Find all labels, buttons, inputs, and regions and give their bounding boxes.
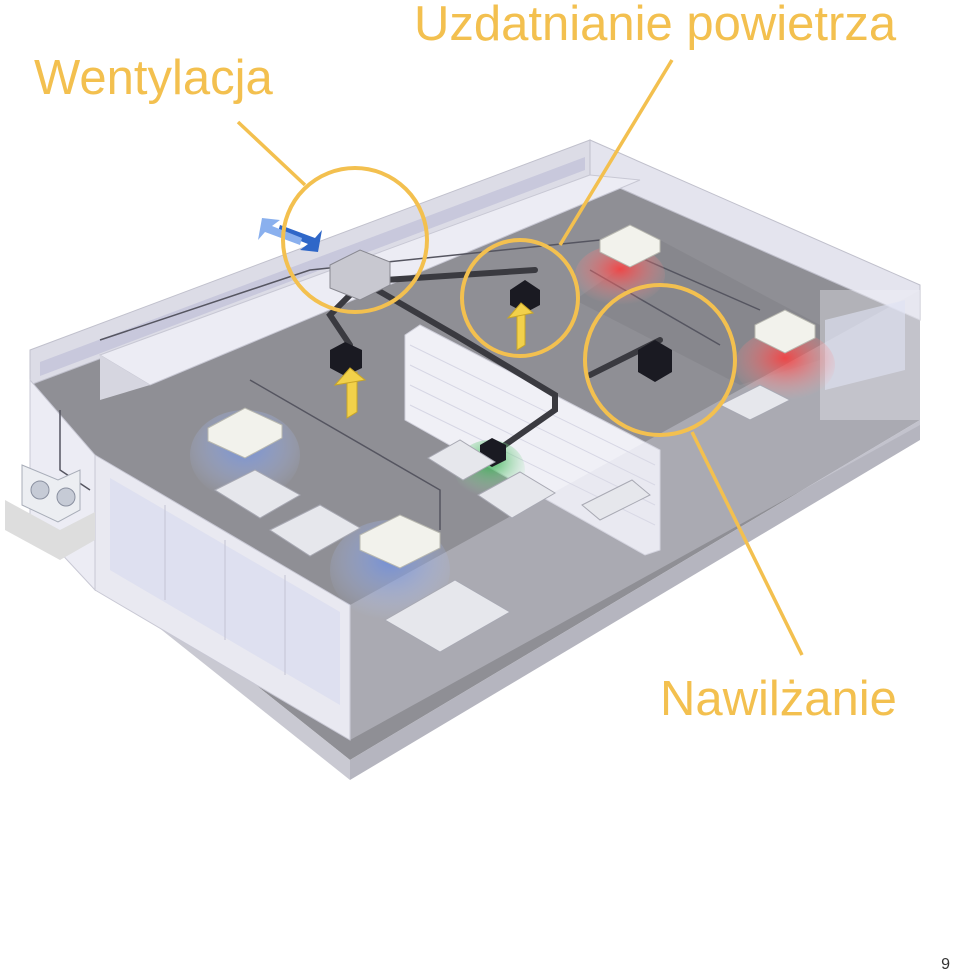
outdoor-unit: [5, 464, 95, 560]
page-number: 9: [941, 956, 950, 973]
ceiling-cassette-unit: [207, 407, 283, 459]
ceiling-cassette-unit: [359, 514, 441, 569]
office-desks: [213, 384, 792, 653]
leader-lines: [236, 59, 804, 656]
ceiling-cassette-unit: [599, 224, 661, 268]
duct-network: [326, 267, 663, 448]
heating-air-zone: [735, 330, 835, 400]
air-treatment-label: Uzdatnianie powietrza: [414, 0, 897, 51]
humidification-label: Nawilżanie: [660, 672, 897, 726]
ceiling-cassette-units: [207, 224, 816, 569]
ventilation-label: Wentylacja: [34, 51, 273, 105]
ventilation-unit: [329, 249, 391, 301]
ventilation-callout-circle: [281, 166, 429, 314]
up-arrow-icon: [333, 302, 535, 419]
callout-circles: [281, 166, 737, 437]
air-treatment-callout-circle: [460, 238, 580, 358]
ceiling-cassette-unit: [754, 309, 816, 354]
humidification-callout-circle: [583, 283, 737, 437]
exchange-arrows-icon: [258, 218, 322, 252]
